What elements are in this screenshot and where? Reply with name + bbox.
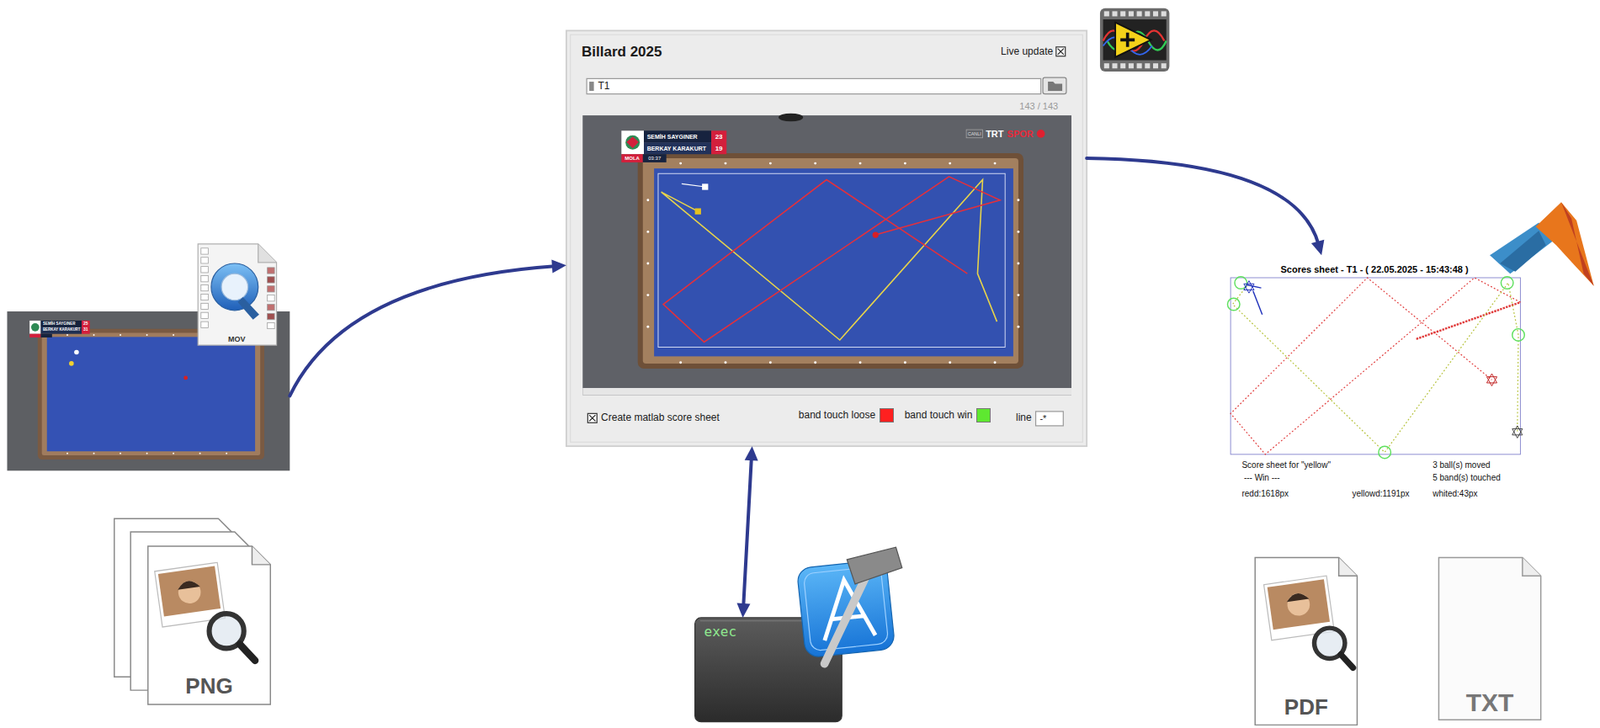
- png-file-icon: [114, 518, 271, 705]
- node-text: 5 band(s) touched: [1432, 473, 1501, 484]
- node-text: Live update: [1000, 46, 1053, 59]
- connector: [1086, 158, 1324, 256]
- node-text: -*: [1039, 413, 1047, 425]
- legend-swatch: [879, 408, 894, 423]
- arrow-head: [736, 603, 750, 618]
- node-text: 31: [83, 328, 89, 334]
- connector: [289, 260, 567, 397]
- arrow-head: [744, 446, 759, 461]
- txt-file: TXT: [1438, 556, 1541, 720]
- connector-line: [1086, 158, 1319, 245]
- node-text: SEMİH SAYGINER: [647, 133, 698, 141]
- node-text: CANLI: [967, 131, 982, 137]
- node-text: 19: [715, 144, 723, 153]
- node-text: yellowd:1191px: [1351, 489, 1409, 500]
- app-window: Billard 2025 Live updateT1 143 / 143SEMİH …: [566, 30, 1087, 447]
- node-text: Create matlab score sheet: [600, 412, 720, 425]
- png-file: PNG: [114, 517, 271, 705]
- matlab-logo: [1489, 201, 1595, 286]
- video-thumbnail: SEMİH SAYGINER 25BERKAY KARAKURT31: [6, 311, 290, 471]
- txt-file-icon: [1438, 557, 1541, 720]
- node-text: PNG: [185, 675, 233, 701]
- pdf-file-icon: [1254, 557, 1357, 725]
- score-sheet: Scores sheet - T1 - ( 22.05.2025 - 15:43…: [1224, 255, 1531, 503]
- node-text: SEMİH SAYGINER: [42, 322, 76, 327]
- node-text: 23: [715, 132, 723, 141]
- app-window-art: [566, 30, 1087, 447]
- arrow-head: [551, 260, 567, 274]
- node-text: --- Win ---: [1243, 473, 1281, 484]
- labview-icon: [1100, 8, 1170, 72]
- node-text: T1: [597, 80, 610, 93]
- mov-file: MOV: [197, 243, 277, 346]
- node-text: TXT: [1466, 687, 1515, 718]
- node-text: band touch win: [904, 409, 973, 422]
- node-text: Score sheet for "yellow": [1241, 460, 1330, 471]
- node-text: MOLA: [624, 155, 640, 162]
- node-text: BERKAY KARAKURT: [647, 144, 707, 152]
- node-text: Scores sheet - T1 - ( 22.05.2025 - 15:43…: [1280, 264, 1468, 276]
- score-plot: [1227, 276, 1525, 459]
- pdf-file: PDF: [1254, 556, 1357, 725]
- node-text: whited:43px: [1432, 489, 1478, 500]
- node-text: 143 / 143: [1019, 100, 1058, 112]
- xcode-icon: [796, 547, 902, 664]
- connector-line: [743, 457, 752, 607]
- node-text: band touch loose: [798, 409, 876, 422]
- connector: [736, 446, 758, 618]
- node-text: 25: [83, 321, 89, 327]
- node-text: redd:1618px: [1241, 489, 1289, 500]
- node-text: PDF: [1284, 695, 1329, 721]
- node-text: SPOR: [1007, 128, 1034, 140]
- legend-swatch: [976, 408, 991, 423]
- terminal-exec: exec: [695, 617, 843, 723]
- mov-file-icon: [197, 244, 277, 346]
- connector-line: [289, 265, 555, 396]
- node-text: MOV: [228, 334, 246, 344]
- node-text: BERKAY KARAKURT: [42, 328, 81, 333]
- arrow-head: [1311, 239, 1324, 256]
- node-text: TRT: [985, 128, 1004, 140]
- node-text: exec: [704, 624, 738, 640]
- node-text: line: [1015, 412, 1032, 425]
- node-text: Billard 2025: [581, 43, 662, 61]
- node-text: 03:37: [648, 155, 661, 162]
- node-text: 3 ball(s) moved: [1432, 460, 1490, 471]
